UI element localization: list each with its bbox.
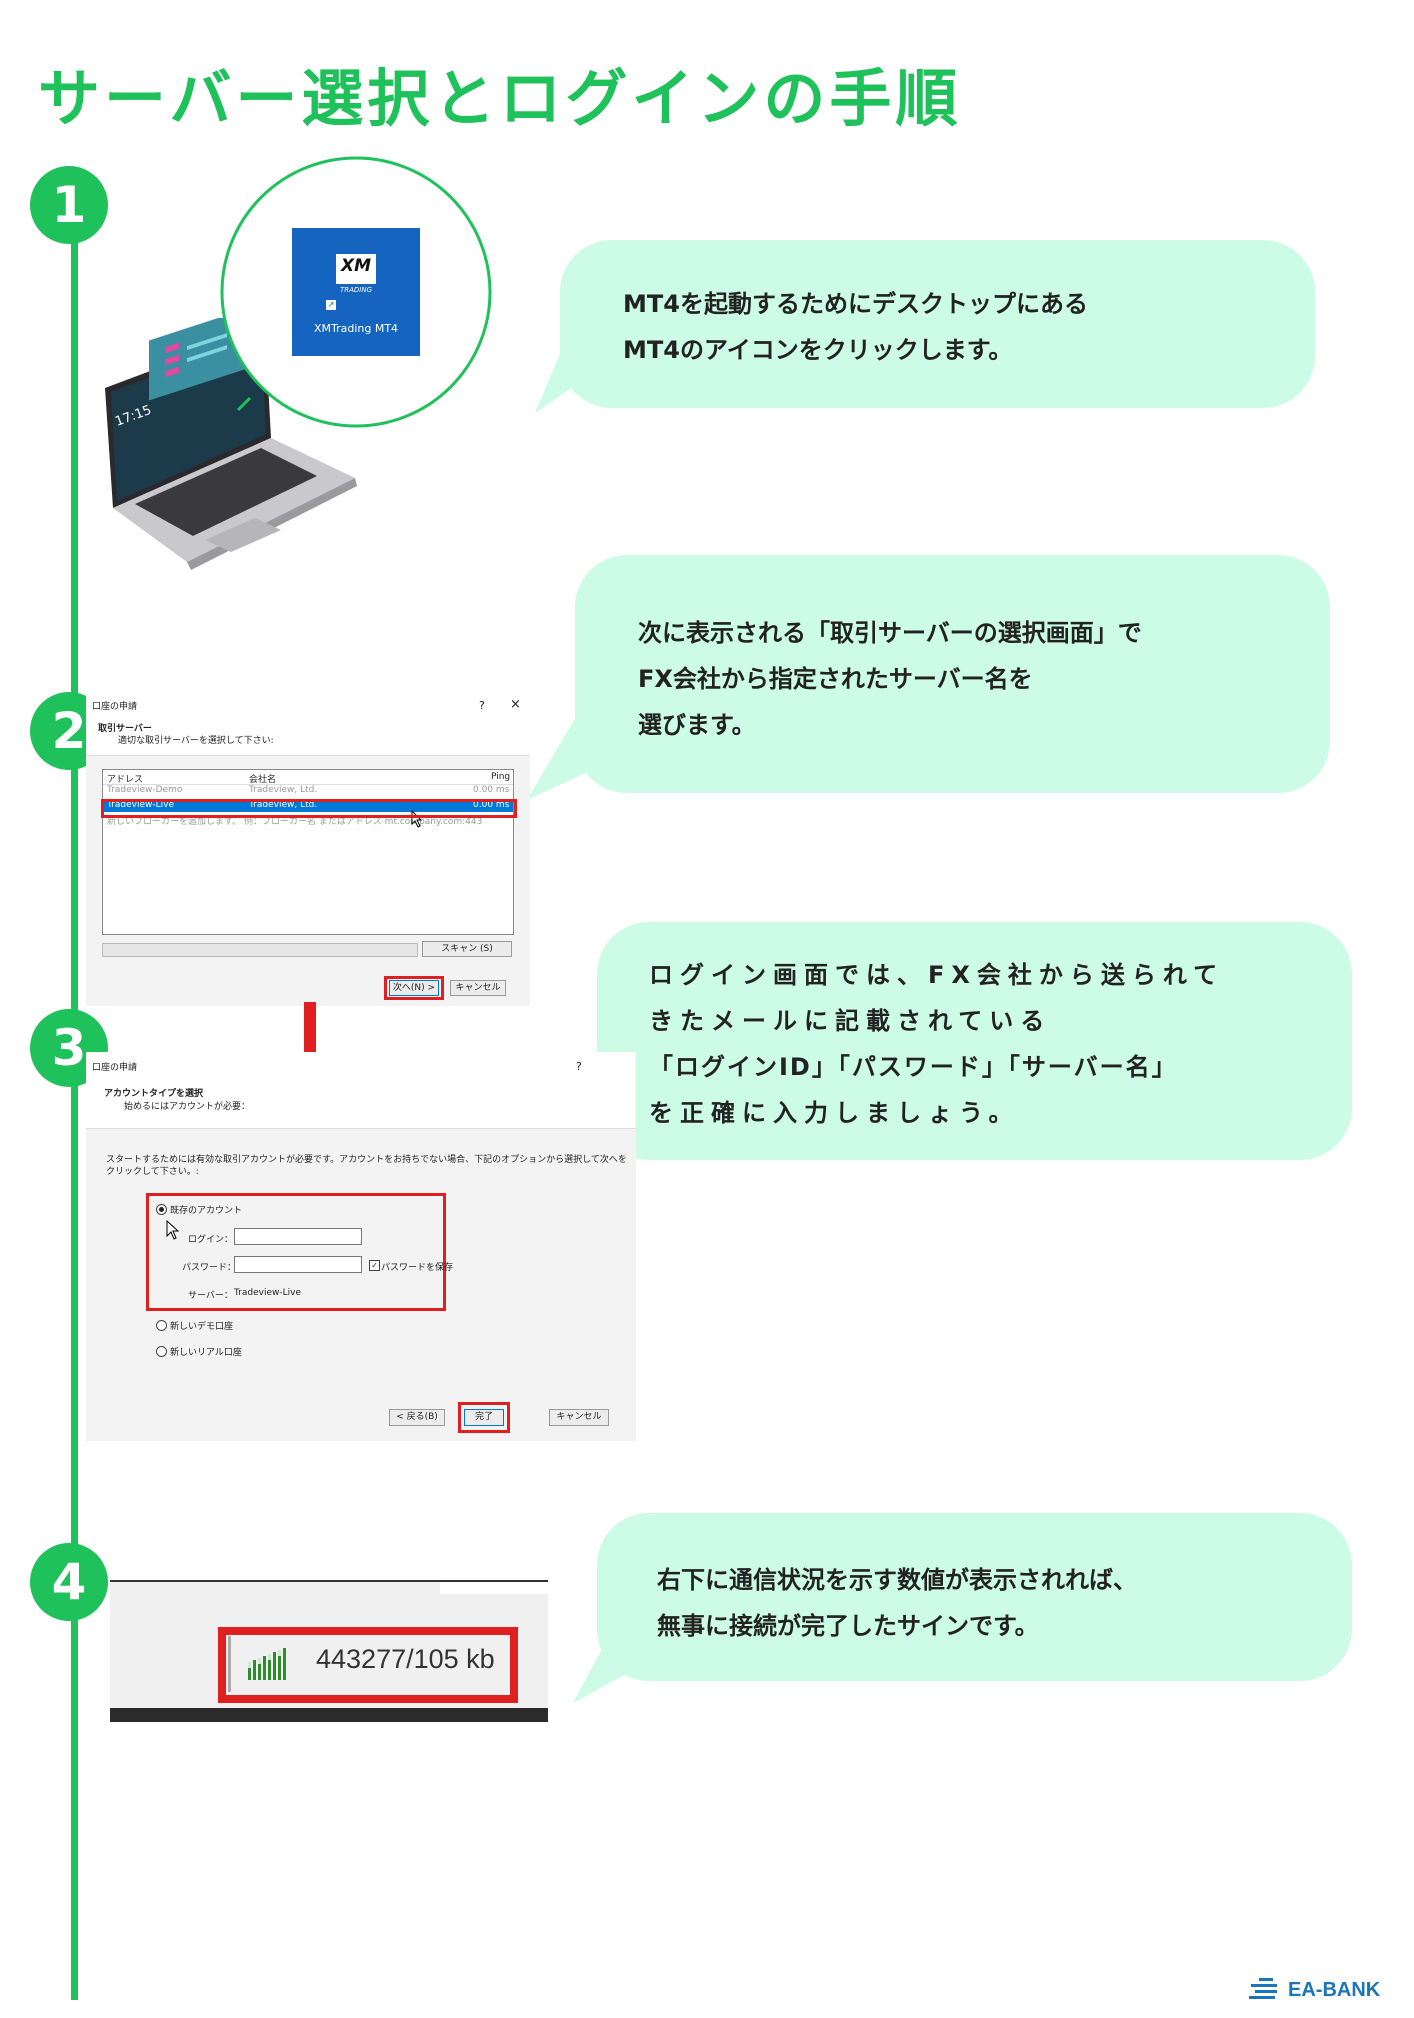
row-address: Tradeview-Live (107, 800, 174, 810)
cancel-button[interactable]: キャンセル (450, 980, 506, 996)
finish-highlight-box (458, 1402, 510, 1433)
finish-button[interactable]: 完了 (464, 1409, 504, 1426)
step-1-line-2: MT4のアイコンをクリックします。 (623, 336, 1013, 364)
login-input[interactable] (234, 1228, 362, 1245)
next-button[interactable]: 次へ(N) > (389, 980, 439, 996)
col-address[interactable]: アドレス (107, 775, 144, 785)
step-3-line-4: を正確に入力しましょう。 (649, 1099, 1020, 1127)
table-row[interactable]: Tradeview-Demo Tradeview, Ltd. 0.00 ms (103, 785, 513, 797)
row-ping: 0.00 ms (473, 785, 510, 795)
xmtrading-mt4-icon[interactable]: XM TRADING ↗ XMTrading MT4 (292, 228, 420, 356)
traffic-value: 443277/105 kb (316, 1644, 495, 1674)
account-dialog-title: 口座の申請 (92, 1063, 138, 1073)
cursor-icon (166, 1220, 180, 1240)
status-bar-crop: 443277/105 kb (110, 1580, 548, 1722)
step-1-line-1: MT4を起動するためにデスクトップにある (623, 290, 1088, 318)
xm-logo-sub: TRADING (339, 286, 373, 294)
new-real-label: 新しいリアル口座 (170, 1348, 242, 1358)
back-button[interactable]: < 戻る(B) (389, 1409, 445, 1426)
password-label: パスワード： (182, 1263, 237, 1273)
server-list[interactable]: アドレス 会社名 Ping Tradeview-Demo Tradeview, … (102, 769, 514, 935)
login-label: ログイン： (188, 1235, 234, 1245)
laptop-illustration: 17:15 (105, 318, 357, 570)
step-2-bubble: 次に表示される「取引サーバーの選択画面」で FX会社から指定されたサーバー名を … (575, 555, 1330, 793)
ea-bank-logo-icon (1249, 1978, 1277, 1999)
xm-logo: XM (340, 256, 372, 276)
account-dialog-subheading: 始めるにはアカウントが必要： (124, 1102, 251, 1112)
help-icon[interactable]: ? (576, 1060, 582, 1073)
step-4-line-1: 右下に通信状況を示す数値が表示されれば、 (657, 1566, 1137, 1594)
step-2-line-1: 次に表示される「取引サーバーの選択画面」で (638, 619, 1142, 647)
new-demo-label: 新しいデモ口座 (170, 1322, 234, 1332)
account-dialog: 口座の申請 ? アカウントタイプを選択 始めるにはアカウントが必要： スタートす… (86, 1052, 636, 1441)
status-highlight-box (218, 1627, 518, 1703)
timeline-line (71, 205, 78, 2000)
step-1-bubble-tail (535, 330, 598, 413)
step-4-bubble: 右下に通信状況を示す数値が表示されれば、 無事に接続が完了したサインです。 (597, 1513, 1352, 1681)
step-1-badge: 1 (30, 166, 108, 244)
step-3-line-2: きたメールに記載されている (649, 1007, 1052, 1035)
help-icon[interactable]: ? (479, 699, 485, 712)
cancel-button[interactable]: キャンセル (549, 1409, 609, 1426)
connection-bars-icon (248, 1648, 286, 1680)
row-company: Tradeview, Ltd. (249, 785, 318, 795)
step-2-bubble-tail (527, 715, 603, 800)
add-broker-row[interactable]: 新しいブローカーを追加します。 例：ブローカー名 またはアドレス mt.comp… (107, 817, 483, 827)
step-4-bubble-tail (573, 1625, 653, 1703)
step-3-line-3: 「ログインID」「パスワード」「サーバー名」 (649, 1053, 1178, 1081)
existing-account-label: 既存のアカウント (170, 1206, 243, 1216)
step-3-line-1: ログイン画面では、FX会社から送られて (649, 961, 1225, 989)
ea-bank-brand: EA-BANK (1288, 1979, 1381, 2001)
step-2-line-2: FX会社から指定されたサーバー名を (638, 665, 1033, 693)
icon-label: XMTrading MT4 (313, 322, 399, 335)
save-password-label: パスワードを保存 (381, 1263, 454, 1273)
new-demo-radio[interactable] (156, 1320, 167, 1331)
step-2-line-3: 選びます。 (638, 711, 756, 739)
scan-button[interactable]: スキャン (S) (422, 941, 512, 957)
server-dialog-subheading: 適切な取引サーバーを選択して下さい: (118, 736, 274, 746)
account-description-2: クリックして下さい。: (106, 1167, 199, 1177)
page-title: サーバー選択とログインの手順 (38, 62, 962, 135)
progress-bar (102, 943, 418, 957)
step-4-line-2: 無事に接続が完了したサインです。 (657, 1612, 1039, 1640)
existing-account-radio[interactable] (156, 1204, 167, 1215)
step-4-badge: 4 (30, 1543, 108, 1621)
close-icon[interactable]: × (510, 697, 521, 712)
row-ping: 0.00 ms (473, 800, 510, 810)
server-dialog: 口座の申請 ? × 取引サーバー 適切な取引サーバーを選択して下さい: アドレス… (86, 695, 530, 1006)
shortcut-arrow-icon: ↗ (326, 300, 336, 310)
server-dialog-title: 口座の申請 (92, 702, 138, 712)
account-description-1: スタートするためには有効な取引アカウントが必要です。アカウントをお持ちでない場合… (106, 1155, 627, 1165)
account-dialog-heading: アカウントタイプを選択 (104, 1089, 204, 1099)
server-highlight-box (101, 799, 517, 818)
password-input[interactable] (234, 1256, 362, 1273)
step-3-bubble: ログイン画面では、FX会社から送られて きたメールに記載されている 「ログインI… (597, 922, 1352, 1160)
new-real-radio[interactable] (156, 1346, 167, 1357)
save-password-checkbox[interactable]: ✓ (369, 1260, 380, 1271)
server-label: サーバー： (188, 1291, 233, 1301)
server-dialog-heading: 取引サーバー (98, 724, 152, 734)
col-company[interactable]: 会社名 (249, 775, 277, 785)
step-1-bubble: MT4を起動するためにデスクトップにある MT4のアイコンをクリックします。 (560, 240, 1315, 408)
row-address: Tradeview-Demo (107, 785, 183, 795)
col-ping[interactable]: Ping (491, 772, 511, 782)
next-highlight-box (384, 976, 444, 1000)
credentials-highlight-box (146, 1193, 446, 1311)
row-company: Tradeview, Ltd. (249, 800, 318, 810)
server-value: Tradeview-Live (234, 1288, 301, 1298)
table-row-selected[interactable]: Tradeview-Live Tradeview, Ltd. 0.00 ms (103, 799, 513, 812)
